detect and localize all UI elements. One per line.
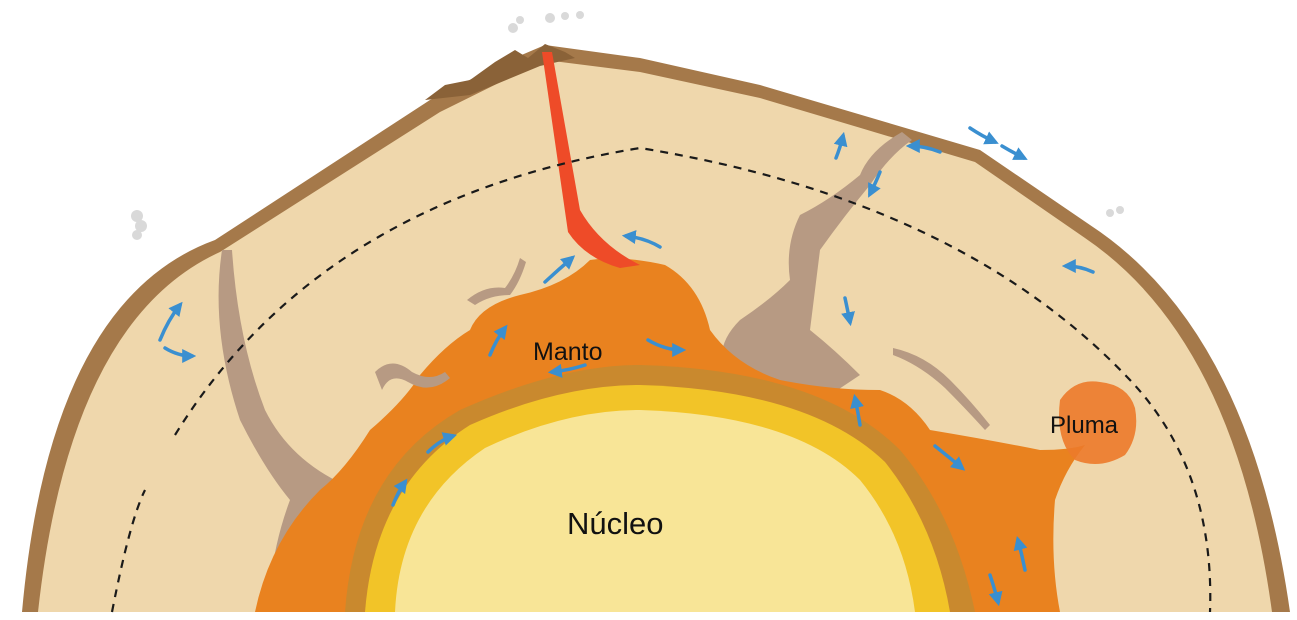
convection-arrow-icon xyxy=(970,128,995,142)
core-label: Núcleo xyxy=(567,508,664,539)
plume-label: Pluma xyxy=(1050,414,1118,438)
convection-arrow-icon xyxy=(1002,146,1024,158)
mantle-label: Manto xyxy=(533,340,602,365)
